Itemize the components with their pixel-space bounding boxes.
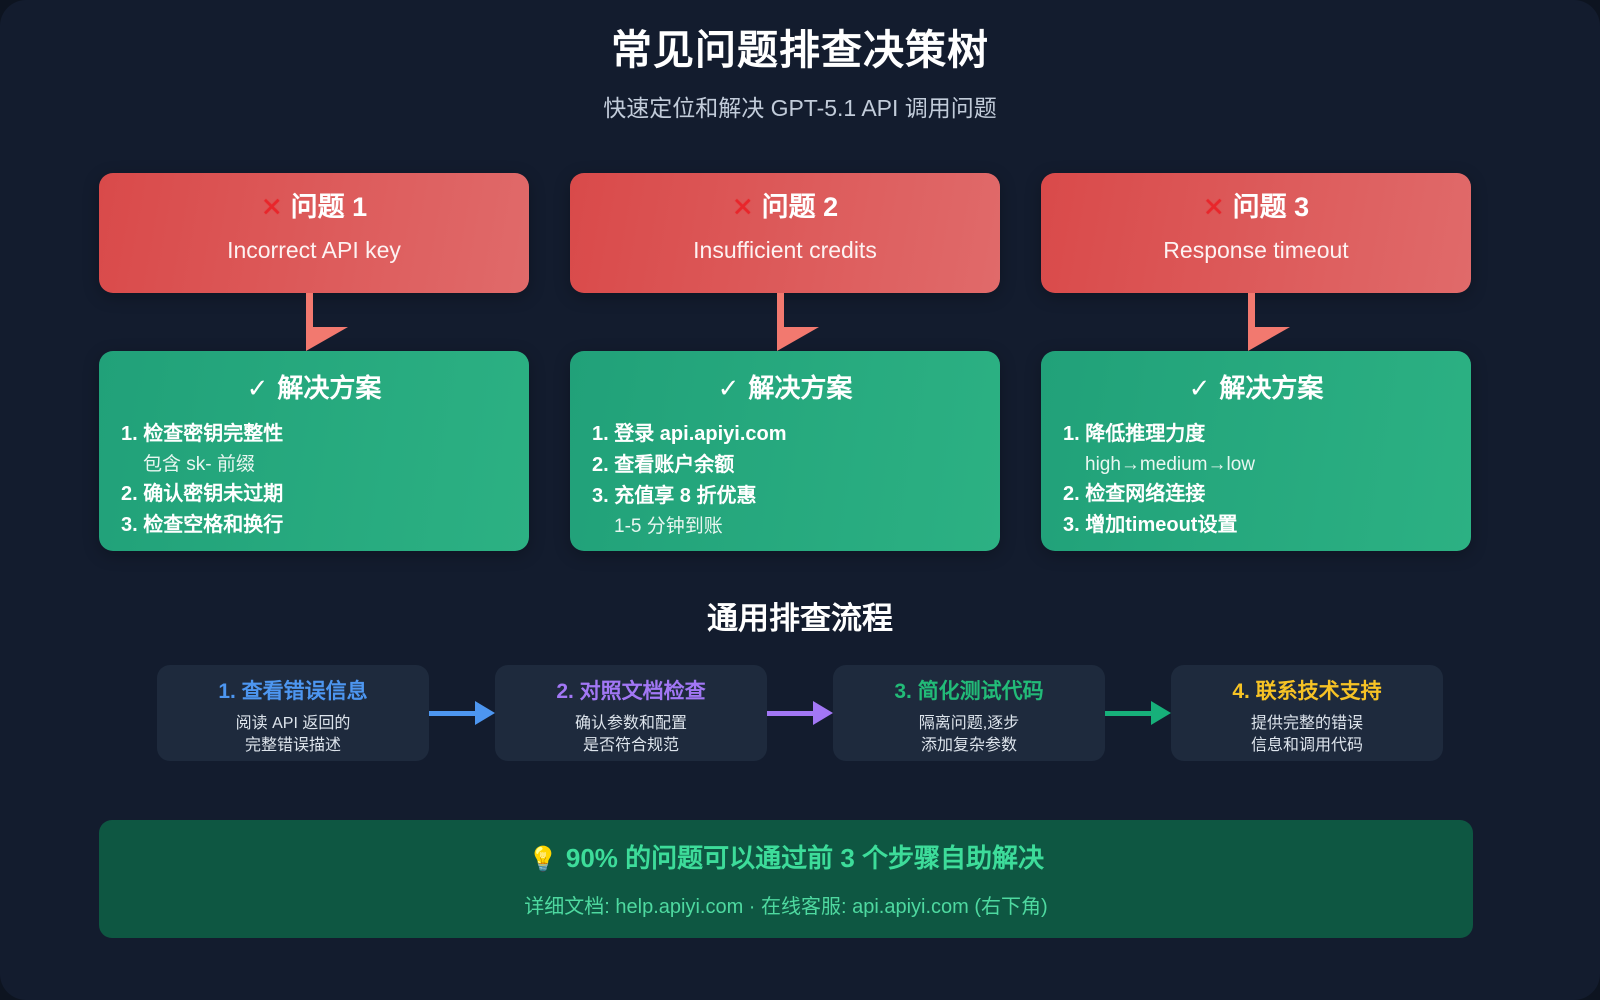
solution-heading: ✓ 解决方案 — [592, 368, 978, 405]
flow-step-card: 4. 联系技术支持 提供完整的错误 信息和调用代码 — [1171, 665, 1443, 761]
solution-step: 1. 登录 api.apiyi.com — [592, 423, 787, 445]
flow-step-description: 确认参数和配置 是否符合规范 — [495, 713, 767, 756]
flow-step-title: 2. 对照文档检查 — [556, 680, 706, 703]
flow-arrow-head — [1151, 701, 1171, 725]
page-subtitle: 快速定位和解决 GPT-5.1 API 调用问题 — [603, 95, 997, 122]
problem-card: ✕问题 1 Incorrect API key — [99, 173, 529, 293]
flow-step-card: 3. 简化测试代码 隔离问题,逐步 添加复杂参数 — [833, 665, 1105, 761]
flow-step-description: 阅读 API 返回的 完整错误描述 — [157, 713, 429, 756]
problem-description: Insufficient credits — [693, 236, 877, 263]
flow-step-description: 隔离问题,逐步 添加复杂参数 — [833, 713, 1105, 756]
connector-arrowhead-icon — [777, 327, 819, 351]
check-mark-icon: ✓ — [1188, 373, 1211, 403]
connector-arrowhead-icon — [1248, 327, 1290, 351]
solution-steps-list: 1. 降低推理力度 high→medium→low 2. 检查网络连接 3. 增… — [1063, 419, 1449, 541]
flow-arrow-line — [1105, 710, 1151, 716]
cross-mark-icon: ✕ — [260, 192, 283, 222]
flow-arrow-icon — [767, 701, 833, 725]
solution-step-note: 包含 sk- 前缀 — [143, 454, 255, 475]
check-mark-icon: ✓ — [717, 373, 740, 403]
light-bulb-icon: 💡 — [527, 846, 558, 873]
solution-heading: ✓ 解决方案 — [121, 368, 507, 405]
solution-step: 1. 检查密钥完整性 — [121, 423, 284, 445]
solution-step: 3. 增加timeout设置 — [1063, 514, 1238, 537]
flow-step-description-line: 提供完整的错误 — [1250, 715, 1363, 733]
problem-description: Response timeout — [1163, 236, 1349, 263]
problem-label: 问题 3 — [1232, 192, 1310, 222]
flow-step-description-line: 是否符合规范 — [582, 736, 679, 754]
problem-solution-column: ✕问题 3 Response timeout ✓ 解决方案 1. 降低推理力度 h… — [1041, 173, 1471, 551]
flow-section-title: 通用排查流程 — [707, 601, 893, 636]
flow-steps-row: 1. 查看错误信息 阅读 API 返回的 完整错误描述 2. 对照文档检查 确认… — [157, 665, 1443, 761]
flow-step-title: 3. 简化测试代码 — [894, 680, 1044, 703]
solution-card: ✓ 解决方案 1. 检查密钥完整性 包含 sk- 前缀 2. 确认密钥未过期 3.… — [99, 351, 529, 551]
flow-step-description-line: 隔离问题,逐步 — [918, 715, 1020, 733]
solution-label: 解决方案 — [1219, 373, 1324, 403]
solution-card: ✓ 解决方案 1. 登录 api.apiyi.com 2. 查看账户余额 3. 充… — [570, 351, 1000, 551]
flow-arrow-line — [429, 710, 475, 716]
problem-label: 问题 2 — [761, 192, 839, 222]
flow-step-description-line: 阅读 API 返回的 — [235, 715, 351, 733]
solution-steps-list: 1. 登录 api.apiyi.com 2. 查看账户余额 3. 充值享 8 折… — [592, 419, 978, 541]
connector-line — [306, 293, 313, 345]
flow-step-description-line: 确认参数和配置 — [574, 715, 687, 733]
page-title: 常见问题排查决策树 — [611, 27, 989, 73]
problem-label: 问题 1 — [290, 192, 368, 222]
problem-card: ✕问题 3 Response timeout — [1041, 173, 1471, 293]
solution-step: 2. 检查网络连接 — [1063, 483, 1206, 506]
cross-mark-icon: ✕ — [1202, 192, 1225, 222]
connector-arrow — [99, 293, 529, 351]
solution-heading: ✓ 解决方案 — [1063, 368, 1449, 405]
solution-step-note: high→medium→low — [1085, 454, 1256, 475]
solution-step: 1. 降低推理力度 — [1063, 423, 1206, 445]
page-header: 常见问题排查决策树 快速定位和解决 GPT-5.1 API 调用问题 — [0, 0, 1600, 123]
flow-step-title: 1. 查看错误信息 — [218, 680, 368, 703]
flow-step-description-line: 完整错误描述 — [244, 736, 341, 754]
solution-card: ✓ 解决方案 1. 降低推理力度 high→medium→low 2. 检查网络连… — [1041, 351, 1471, 551]
flow-step-title: 4. 联系技术支持 — [1232, 680, 1382, 703]
flow-step-description: 提供完整的错误 信息和调用代码 — [1171, 713, 1443, 756]
footer-links-text: 详细文档: help.apiyi.com · 在线客服: api.apiyi.c… — [524, 895, 1048, 918]
problem-solution-column: ✕问题 2 Insufficient credits ✓ 解决方案 1. 登录 a… — [570, 173, 1000, 551]
cross-mark-icon: ✕ — [731, 192, 754, 222]
flow-arrow-head — [813, 701, 833, 725]
solution-step: 3. 检查空格和换行 — [121, 514, 284, 537]
footer-banner: 💡 90% 的问题可以通过前 3 个步骤自助解决 详细文档: help.apiyi… — [99, 820, 1473, 938]
connector-arrow — [1041, 293, 1471, 351]
problem-card: ✕问题 2 Insufficient credits — [570, 173, 1000, 293]
footer-headline-text: 90% 的问题可以通过前 3 个步骤自助解决 — [565, 843, 1045, 873]
solution-label: 解决方案 — [748, 373, 853, 403]
connector-line — [1248, 293, 1255, 345]
flow-step-description-line: 信息和调用代码 — [1250, 736, 1363, 754]
flow-step-card: 2. 对照文档检查 确认参数和配置 是否符合规范 — [495, 665, 767, 761]
problem-description: Incorrect API key — [227, 236, 401, 263]
solution-label: 解决方案 — [277, 373, 382, 403]
solution-step-note: 1-5 分钟到账 — [614, 516, 723, 537]
flow-arrow-icon — [1105, 701, 1171, 725]
solution-step: 3. 充值享 8 折优惠 — [592, 485, 757, 507]
problem-solution-column: ✕问题 1 Incorrect API key ✓ 解决方案 1. 检查密钥完整性… — [99, 173, 529, 551]
solution-step: 2. 确认密钥未过期 — [121, 483, 284, 506]
connector-arrow — [570, 293, 1000, 351]
solution-steps-list: 1. 检查密钥完整性 包含 sk- 前缀 2. 确认密钥未过期 3. 检查空格和… — [121, 419, 507, 541]
connector-line — [777, 293, 784, 345]
solution-step: 2. 查看账户余额 — [592, 454, 735, 476]
problem-heading: ✕问题 3 — [1041, 192, 1471, 223]
problem-heading: ✕问题 2 — [570, 192, 1000, 223]
footer-headline: 💡 90% 的问题可以通过前 3 个步骤自助解决 — [99, 843, 1473, 875]
flow-arrow-line — [767, 710, 813, 716]
check-mark-icon: ✓ — [246, 373, 269, 403]
flow-step-description-line: 添加复杂参数 — [920, 736, 1017, 754]
flow-arrow-icon — [429, 701, 495, 725]
connector-arrowhead-icon — [306, 327, 348, 351]
problem-solution-columns: ✕问题 1 Incorrect API key ✓解决方案 1. 检查密钥完整性… — [99, 173, 1473, 551]
problem-heading: ✕问题 1 — [99, 192, 529, 223]
flow-step-card: 1. 查看错误信息 阅读 API 返回的 完整错误描述 — [157, 665, 429, 761]
flow-arrow-head — [475, 701, 495, 725]
